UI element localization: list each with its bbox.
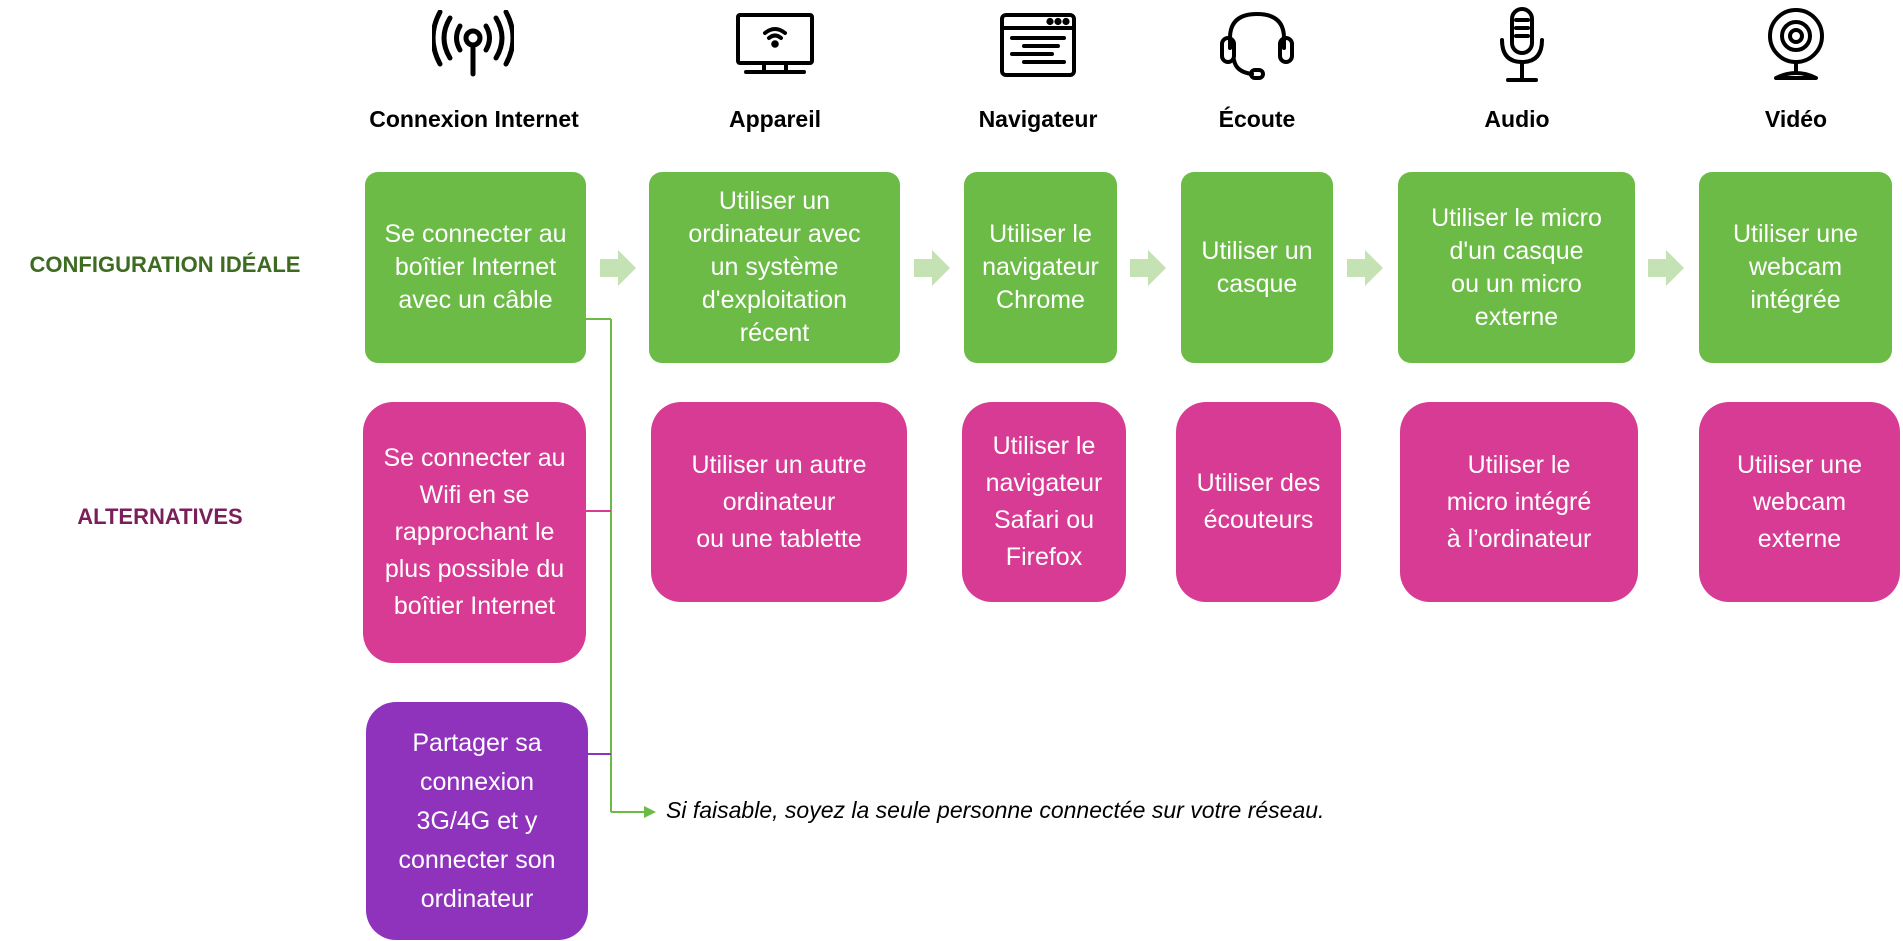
column-title-appareil: Appareil bbox=[728, 106, 822, 132]
alternatives-label: ALTERNATIVES bbox=[77, 504, 243, 529]
alternative-box-mobile-data: Partager sa connexion 3G/4G et y connect… bbox=[366, 702, 588, 940]
ideal-config-label: CONFIGURATION IDÉALE bbox=[29, 252, 301, 277]
computer-monitor-icon bbox=[734, 12, 816, 76]
alternative-box-appareil: Utiliser un autre ordinateur ou une tabl… bbox=[651, 402, 907, 602]
flow-arrow-1 bbox=[600, 250, 636, 286]
column-title-audio: Audio bbox=[1484, 106, 1550, 132]
ideal-box-navigateur: Utiliser le navigateur Chrome bbox=[964, 172, 1117, 363]
alternative-box-video: Utiliser une webcam externe bbox=[1699, 402, 1900, 602]
network-note: Si faisable, soyez la seule personne con… bbox=[666, 797, 1325, 823]
microphone-icon bbox=[1494, 6, 1550, 84]
alternative-box-ecoute: Utiliser des écouteurs bbox=[1176, 402, 1341, 602]
flow-arrow-2 bbox=[914, 250, 950, 286]
alternative-box-navigateur: Utiliser le navigateur Safari ou Firefox bbox=[962, 402, 1126, 602]
ideal-box-appareil: Utiliser un ordinateur avec un système d… bbox=[649, 172, 900, 363]
alternative-box-connexion: Se connecter au Wifi en se rapprochant l… bbox=[363, 402, 586, 663]
flow-arrow-3 bbox=[1130, 250, 1166, 286]
flow-arrow-4 bbox=[1347, 250, 1383, 286]
column-title-connexion: Connexion Internet bbox=[369, 106, 579, 132]
column-title-navigateur: Navigateur bbox=[978, 106, 1098, 132]
ideal-box-audio: Utiliser le micro d'un casque ou un micr… bbox=[1398, 172, 1635, 363]
browser-window-icon bbox=[998, 12, 1078, 78]
ideal-box-connexion: Se connecter au boîtier Internet avec un… bbox=[365, 172, 586, 363]
ideal-box-video: Utiliser une webcam intégrée bbox=[1699, 172, 1892, 363]
column-title-ecoute: Écoute bbox=[1218, 106, 1296, 132]
webcam-icon bbox=[1764, 6, 1828, 82]
antenna-signal-icon bbox=[432, 10, 514, 80]
column-title-video: Vidéo bbox=[1764, 106, 1828, 132]
flow-arrow-5 bbox=[1648, 250, 1684, 286]
ideal-box-ecoute: Utiliser un casque bbox=[1181, 172, 1333, 363]
headset-icon bbox=[1218, 8, 1296, 82]
alternative-box-audio: Utiliser le micro intégré à l’ordinateur bbox=[1400, 402, 1638, 602]
